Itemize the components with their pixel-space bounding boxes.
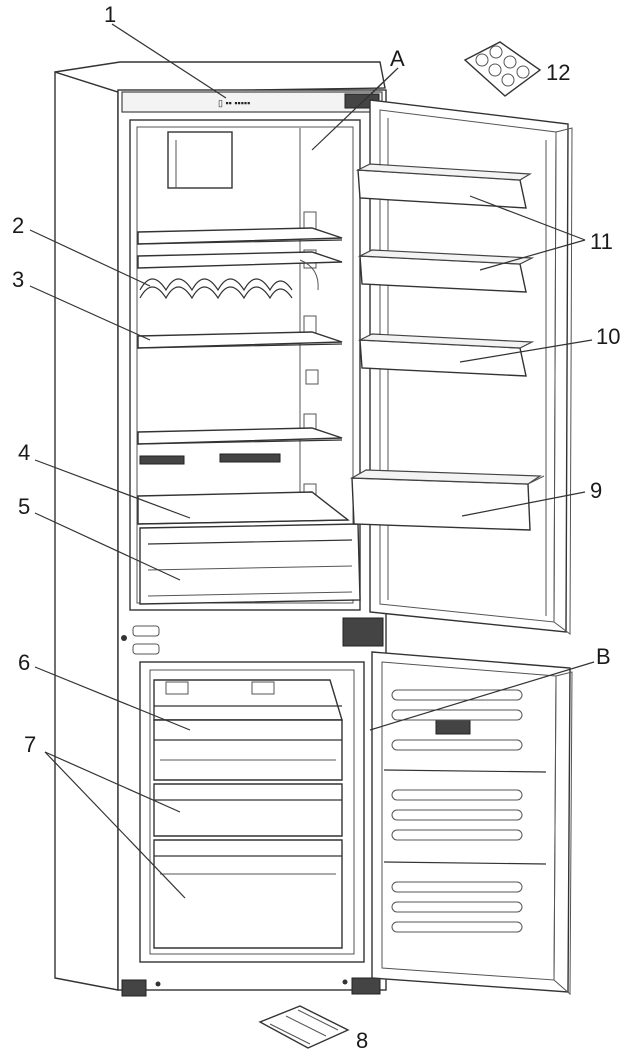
- callout-9: 9: [590, 478, 602, 503]
- wine-rack: [137, 251, 343, 300]
- callout-a: A: [390, 46, 405, 71]
- freezer-drawer-bottom: [153, 839, 343, 949]
- crisper-cover: [137, 491, 350, 525]
- ice-tray: [153, 679, 343, 721]
- light-box: [167, 131, 233, 189]
- callout-6: 6: [18, 650, 30, 675]
- callout-7: 7: [24, 732, 36, 757]
- door-balcony-second: [357, 249, 535, 293]
- freezer-door: [371, 651, 573, 996]
- fridge-door: [349, 99, 573, 635]
- crisper-drawer: [139, 523, 361, 605]
- callout-labels: 1 2 3 4 5 6 7 8 9 10 11 12 A B: [12, 2, 620, 1053]
- door-balcony-third: [357, 333, 535, 377]
- feet: [121, 977, 381, 997]
- door-bottle-balcony: [349, 469, 545, 531]
- ice-cube-tray: [258, 1005, 350, 1049]
- callout-10: 10: [596, 324, 620, 349]
- callout-12: 12: [546, 60, 570, 85]
- freezer-door-ribs: [391, 689, 523, 933]
- leader-lines: [29, 23, 595, 899]
- door-balcony-upper: [355, 163, 532, 209]
- callout-4: 4: [18, 440, 30, 465]
- callout-1: 1: [104, 2, 116, 27]
- glass-shelf-lower: [137, 427, 343, 445]
- callout-11: 11: [590, 229, 613, 254]
- callout-3: 3: [12, 267, 24, 292]
- display-b: [435, 719, 471, 735]
- callout-2: 2: [12, 213, 24, 238]
- fridge-compartment: [129, 119, 361, 611]
- control-panel: [121, 91, 383, 113]
- glass-shelf-top: [137, 227, 343, 245]
- freezer-compartment: [139, 661, 365, 963]
- callout-5: 5: [18, 494, 30, 519]
- hinge-middle: [342, 617, 384, 647]
- callout-8: 8: [356, 1028, 368, 1053]
- freezer-drawer-middle: [153, 783, 343, 837]
- glass-shelf-middle: [137, 331, 343, 349]
- divider: [121, 617, 384, 655]
- control-panel-text: ▯ ▪▪ ▪▪▪▪▪: [218, 98, 250, 108]
- callout-b: B: [596, 644, 611, 669]
- freezer-drawer-top: [153, 719, 343, 781]
- egg-tray: [463, 41, 542, 97]
